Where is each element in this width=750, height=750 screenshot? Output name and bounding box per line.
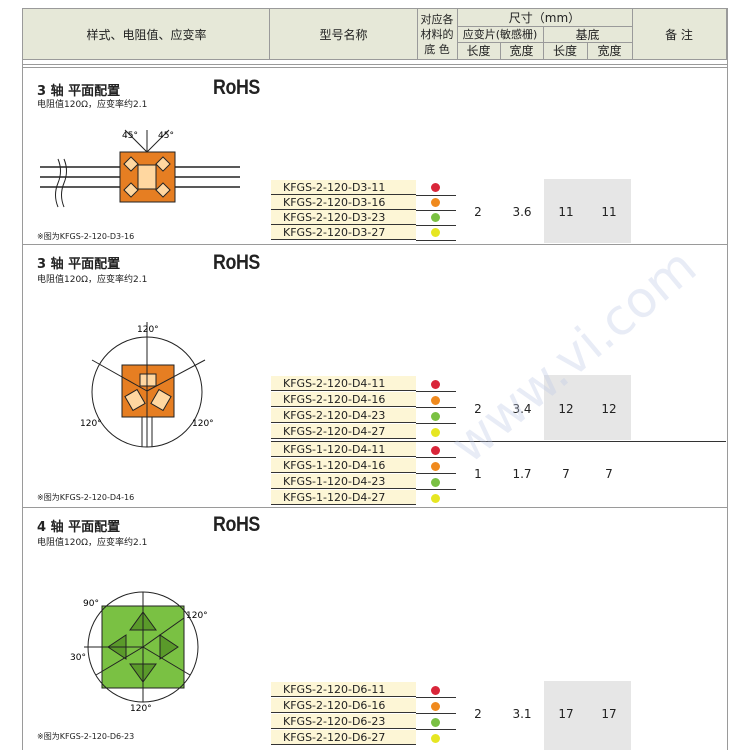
table-frame bbox=[22, 8, 728, 750]
angle-label: 30° bbox=[70, 653, 86, 663]
table-header: 样式、电阻值、应变率 型号名称 对应各 材料的 底 色 尺寸（mm） 应变片(敏… bbox=[22, 8, 727, 60]
header-size: 尺寸（mm） bbox=[508, 11, 581, 25]
header-gauge: 应变片(敏感栅) bbox=[462, 28, 538, 41]
angle-label: 120° bbox=[137, 325, 159, 335]
header-gauge-width: 宽度 bbox=[509, 44, 534, 58]
angle-label: 45° bbox=[122, 131, 138, 141]
gauge-length: 1 bbox=[474, 467, 482, 481]
model-name: KFGS-1-120-D4-23 bbox=[271, 474, 416, 489]
gauge-length: 2 bbox=[474, 402, 482, 416]
rohs-mark: RoHS bbox=[213, 513, 260, 536]
model-name: KFGS-2-120-D3-11 bbox=[271, 180, 416, 195]
header-base-length: 长度 bbox=[552, 44, 577, 58]
model-name: KFGS-2-120-D4-16 bbox=[271, 392, 416, 407]
material-color-dot bbox=[431, 718, 440, 727]
header-base: 基底 bbox=[575, 27, 600, 42]
section-2-caption: ※图为KFGS-2-120-D4-16 bbox=[37, 493, 135, 502]
material-color-dot bbox=[431, 228, 440, 237]
angle-label: 120° bbox=[192, 419, 214, 429]
base-length: 17 bbox=[558, 707, 574, 721]
gauge-width: 3.4 bbox=[512, 402, 532, 416]
base-length: 11 bbox=[558, 205, 574, 219]
base-width: 17 bbox=[601, 707, 617, 721]
section-3-title: 4 轴 平面配置 bbox=[37, 520, 121, 535]
material-color-dot bbox=[431, 198, 440, 207]
header-model: 型号名称 bbox=[319, 27, 368, 42]
angle-label: 120° bbox=[80, 419, 102, 429]
gauge-width: 1.7 bbox=[512, 467, 532, 481]
base-width: 11 bbox=[601, 205, 617, 219]
model-name: KFGS-2-120-D4-27 bbox=[271, 424, 416, 439]
model-name: KFGS-2-120-D3-23 bbox=[271, 210, 416, 225]
rohs-mark: RoHS bbox=[213, 251, 260, 274]
base-length: 12 bbox=[558, 402, 574, 416]
base-width: 7 bbox=[605, 467, 613, 481]
section-1-resistance: 电阻值120Ω，应变率约2.1 bbox=[37, 100, 148, 110]
section-2-resistance: 电阻值120Ω，应变率约2.1 bbox=[37, 275, 148, 285]
rohs-mark: RoHS bbox=[213, 76, 260, 99]
material-color-dot bbox=[431, 446, 440, 455]
model-name: KFGS-2-120-D4-23 bbox=[271, 408, 416, 423]
gauge-4axis-diagram: 90° 120° 30° 120° bbox=[70, 591, 208, 712]
angle-label: 120° bbox=[186, 611, 208, 621]
model-name: KFGS-2-120-D6-11 bbox=[271, 682, 416, 697]
header-gauge-length: 长度 bbox=[466, 44, 491, 58]
material-color-dot bbox=[431, 396, 440, 405]
model-name: KFGS-1-120-D4-11 bbox=[271, 442, 416, 457]
section-2-title: 3 轴 平面配置 bbox=[37, 257, 121, 272]
section-3-resistance: 电阻值120Ω，应变率约2.1 bbox=[37, 538, 148, 548]
section-3-caption: ※图为KFGS-2-120-D6-23 bbox=[37, 732, 135, 741]
model-name: KFGS-2-120-D3-16 bbox=[271, 195, 416, 210]
material-color-dot bbox=[431, 734, 440, 743]
section-1-title: 3 轴 平面配置 bbox=[37, 84, 121, 99]
gauge-3axis-45-diagram: 45° 45° bbox=[40, 129, 240, 208]
material-color-dot bbox=[431, 494, 440, 503]
angle-label: 90° bbox=[83, 599, 99, 609]
material-color-dot bbox=[431, 702, 440, 711]
material-color-dot bbox=[431, 686, 440, 695]
model-name: KFGS-2-120-D3-27 bbox=[271, 225, 416, 240]
base-width: 12 bbox=[601, 402, 617, 416]
model-name: KFGS-2-120-D6-27 bbox=[271, 730, 416, 745]
model-name: KFGS-2-120-D6-23 bbox=[271, 714, 416, 729]
material-color-dot bbox=[431, 380, 440, 389]
angle-label: 120° bbox=[130, 704, 152, 712]
material-color-dot bbox=[431, 183, 440, 192]
material-color-dot bbox=[431, 412, 440, 421]
material-color-dot bbox=[431, 478, 440, 487]
gauge-width: 3.1 bbox=[512, 707, 532, 721]
header-style: 样式、电阻值、应变率 bbox=[86, 27, 207, 42]
header-base-width: 宽度 bbox=[597, 44, 622, 58]
material-color-dot bbox=[431, 213, 440, 222]
angle-label: 45° bbox=[158, 131, 174, 141]
header-remark: 备 注 bbox=[665, 27, 693, 42]
gauge-3axis-120-diagram: 120° 120° 120° bbox=[80, 322, 214, 448]
gauge-width: 3.6 bbox=[512, 205, 532, 219]
gauge-length: 2 bbox=[474, 205, 482, 219]
model-name: KFGS-1-120-D4-16 bbox=[271, 458, 416, 473]
gauge-length: 2 bbox=[474, 707, 482, 721]
model-name: KFGS-1-120-D4-27 bbox=[271, 490, 416, 505]
model-name: KFGS-2-120-D6-16 bbox=[271, 698, 416, 713]
base-length: 7 bbox=[562, 467, 570, 481]
model-name: KFGS-2-120-D4-11 bbox=[271, 376, 416, 391]
material-color-dot bbox=[431, 428, 440, 437]
material-color-dot bbox=[431, 462, 440, 471]
section-1-caption: ※图为KFGS-2-120-D3-16 bbox=[37, 232, 135, 241]
header-color: 对应各 材料的 底 色 bbox=[420, 12, 454, 56]
